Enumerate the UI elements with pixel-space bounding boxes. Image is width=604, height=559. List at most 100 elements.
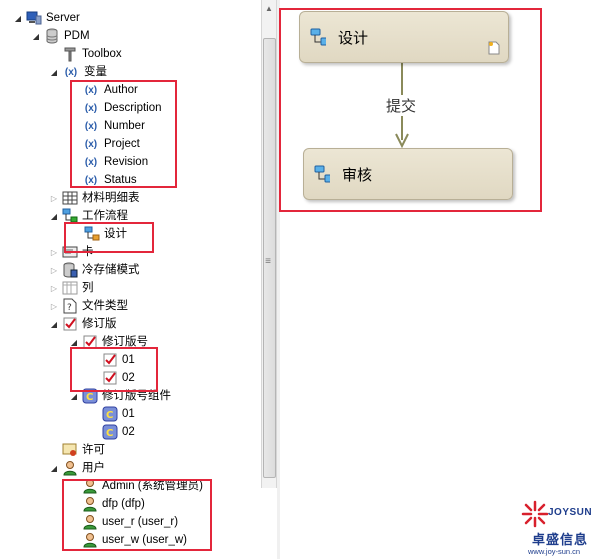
tree-node-variable[interactable]: (x) Author: [82, 81, 138, 99]
expand-arrow-icon[interactable]: ◢: [32, 31, 40, 41]
tree-label: 01: [122, 354, 135, 366]
expand-arrow-icon[interactable]: ◢: [50, 211, 58, 221]
tree-label: 材料明细表: [82, 192, 140, 204]
tree-label: 许可: [82, 444, 105, 456]
collapse-arrow-icon[interactable]: ▷: [50, 301, 58, 311]
tree-node-revision-item[interactable]: 02: [102, 369, 135, 387]
tree-label: 用户: [82, 462, 105, 474]
splitter-grip-icon[interactable]: ≡: [265, 256, 271, 267]
logo-url: www.joy-sun.cn: [528, 547, 581, 556]
transition-arrow[interactable]: [280, 0, 604, 559]
workflow-state-icon: [314, 165, 330, 183]
variable-icon: (x): [84, 84, 98, 96]
tree-label: 01: [122, 408, 135, 420]
tree-label: 02: [122, 426, 135, 438]
tree-label: 文件类型: [82, 300, 128, 312]
tree-node-variables[interactable]: ◢ (x) 变量: [48, 63, 107, 81]
tree-node-variable[interactable]: (x) Revision: [82, 153, 148, 171]
toolbox-icon: [62, 46, 78, 62]
tree-label: Project: [104, 138, 140, 150]
user-icon: [82, 496, 98, 512]
workflow-state-icon: [310, 28, 326, 46]
logo-name: 卓盛信息: [532, 532, 589, 547]
file-type-icon: ?: [62, 298, 78, 314]
logo-mark-icon: [521, 500, 549, 528]
tree-label: 冷存储模式: [82, 264, 140, 276]
license-icon: [62, 442, 78, 458]
state-node-design[interactable]: 设计: [299, 11, 509, 63]
tree-node-user[interactable]: Admin (系统管理员): [82, 477, 203, 495]
tree-node-license[interactable]: 许可: [62, 441, 105, 459]
expand-arrow-icon[interactable]: ◢: [70, 337, 78, 347]
user-icon: [82, 478, 98, 494]
tree-panel: ◢ Server ◢ PDM Toolbox ◢ (x) 变量 (x) Auth…: [0, 0, 261, 559]
tree-label: Number: [104, 120, 145, 132]
vertical-scrollbar[interactable]: ▲: [261, 0, 277, 488]
tree-node-variable[interactable]: (x) Description: [82, 99, 162, 117]
tree-node-file-types[interactable]: ▷ ? 文件类型: [48, 297, 128, 315]
expand-arrow-icon[interactable]: ◢: [50, 319, 58, 329]
database-icon: [44, 28, 60, 44]
expand-arrow-icon[interactable]: ◢: [50, 67, 58, 77]
tree-node-user[interactable]: dfp (dfp): [82, 495, 145, 513]
tree-node-revision[interactable]: ◢ 修订版: [48, 315, 117, 333]
tree-node-columns[interactable]: ▷ 列: [48, 279, 94, 297]
svg-text:C: C: [106, 428, 113, 439]
tree-node-variable[interactable]: (x) Number: [82, 117, 145, 135]
tree-node-revision-component[interactable]: ◢ C 修订版号组件: [68, 387, 171, 405]
company-logo: JOYSUN 卓盛信息 www.joy-sun.cn: [520, 495, 604, 559]
tree-node-pdm[interactable]: ◢ PDM: [30, 27, 90, 45]
collapse-arrow-icon[interactable]: ▷: [50, 193, 58, 203]
tree-label: 02: [122, 372, 135, 384]
collapse-arrow-icon[interactable]: ▷: [50, 247, 58, 257]
tree-node-bom[interactable]: ▷ 材料明细表: [48, 189, 140, 207]
scroll-up-arrow-icon[interactable]: ▲: [265, 3, 273, 13]
tree-label: user_w (user_w): [102, 534, 187, 546]
tree-label: Author: [104, 84, 138, 96]
panel-splitter[interactable]: [277, 0, 280, 559]
revision-check-icon: [82, 334, 98, 350]
user-icon: [62, 460, 78, 476]
tree-node-toolbox[interactable]: Toolbox: [62, 45, 122, 63]
tree-label: dfp (dfp): [102, 498, 145, 510]
tree-node-variable[interactable]: (x) Project: [82, 135, 140, 153]
transition-label[interactable]: 提交: [386, 95, 417, 116]
table-icon: [62, 190, 78, 206]
tree-label: Revision: [104, 156, 149, 168]
tree-node-users[interactable]: ◢ 用户: [48, 459, 105, 477]
tree-node-component-item[interactable]: C 02: [102, 423, 135, 441]
tree-label: Toolbox: [82, 48, 122, 60]
tree-node-user[interactable]: user_r (user_r): [82, 513, 178, 531]
user-icon: [82, 532, 98, 548]
tree-node-variable[interactable]: (x) Status: [82, 171, 137, 189]
expand-arrow-icon[interactable]: ◢: [70, 391, 78, 401]
variable-icon: (x): [84, 138, 98, 150]
tree-node-card[interactable]: ▷ 卡: [48, 243, 94, 261]
svg-text:C: C: [86, 392, 93, 403]
tree-label: 修订版号: [102, 336, 148, 348]
svg-text:C: C: [106, 410, 113, 421]
tree-node-server[interactable]: ◢ Server: [12, 9, 80, 27]
tree-node-cold-storage[interactable]: ▷ 冷存储模式: [48, 261, 140, 279]
scroll-thumb[interactable]: [263, 38, 276, 478]
tree-node-revision-item[interactable]: 01: [102, 351, 135, 369]
state-label: 设计: [338, 29, 369, 47]
collapse-arrow-icon[interactable]: ▷: [50, 265, 58, 275]
collapse-arrow-icon[interactable]: ▷: [50, 283, 58, 293]
tree-label: 修订版号组件: [102, 390, 171, 402]
workflow-diagram[interactable]: 设计 提交 审核: [280, 0, 604, 559]
component-icon: C: [102, 424, 118, 440]
variable-icon: (x): [84, 156, 98, 168]
expand-arrow-icon[interactable]: ◢: [14, 13, 22, 23]
expand-arrow-icon[interactable]: ◢: [50, 463, 58, 473]
tree-label: Status: [104, 174, 137, 186]
tree-node-design[interactable]: 设计: [84, 225, 127, 243]
revision-check-icon: [102, 370, 118, 386]
tree-label: 变量: [84, 66, 107, 78]
tree-node-workflow[interactable]: ◢ 工作流程: [48, 207, 128, 225]
tree-node-revision-number[interactable]: ◢ 修订版号: [68, 333, 148, 351]
tree-node-component-item[interactable]: C 01: [102, 405, 135, 423]
state-node-review[interactable]: 审核: [303, 148, 513, 200]
tree-label: 工作流程: [82, 210, 128, 222]
tree-node-user[interactable]: user_w (user_w): [82, 531, 187, 549]
